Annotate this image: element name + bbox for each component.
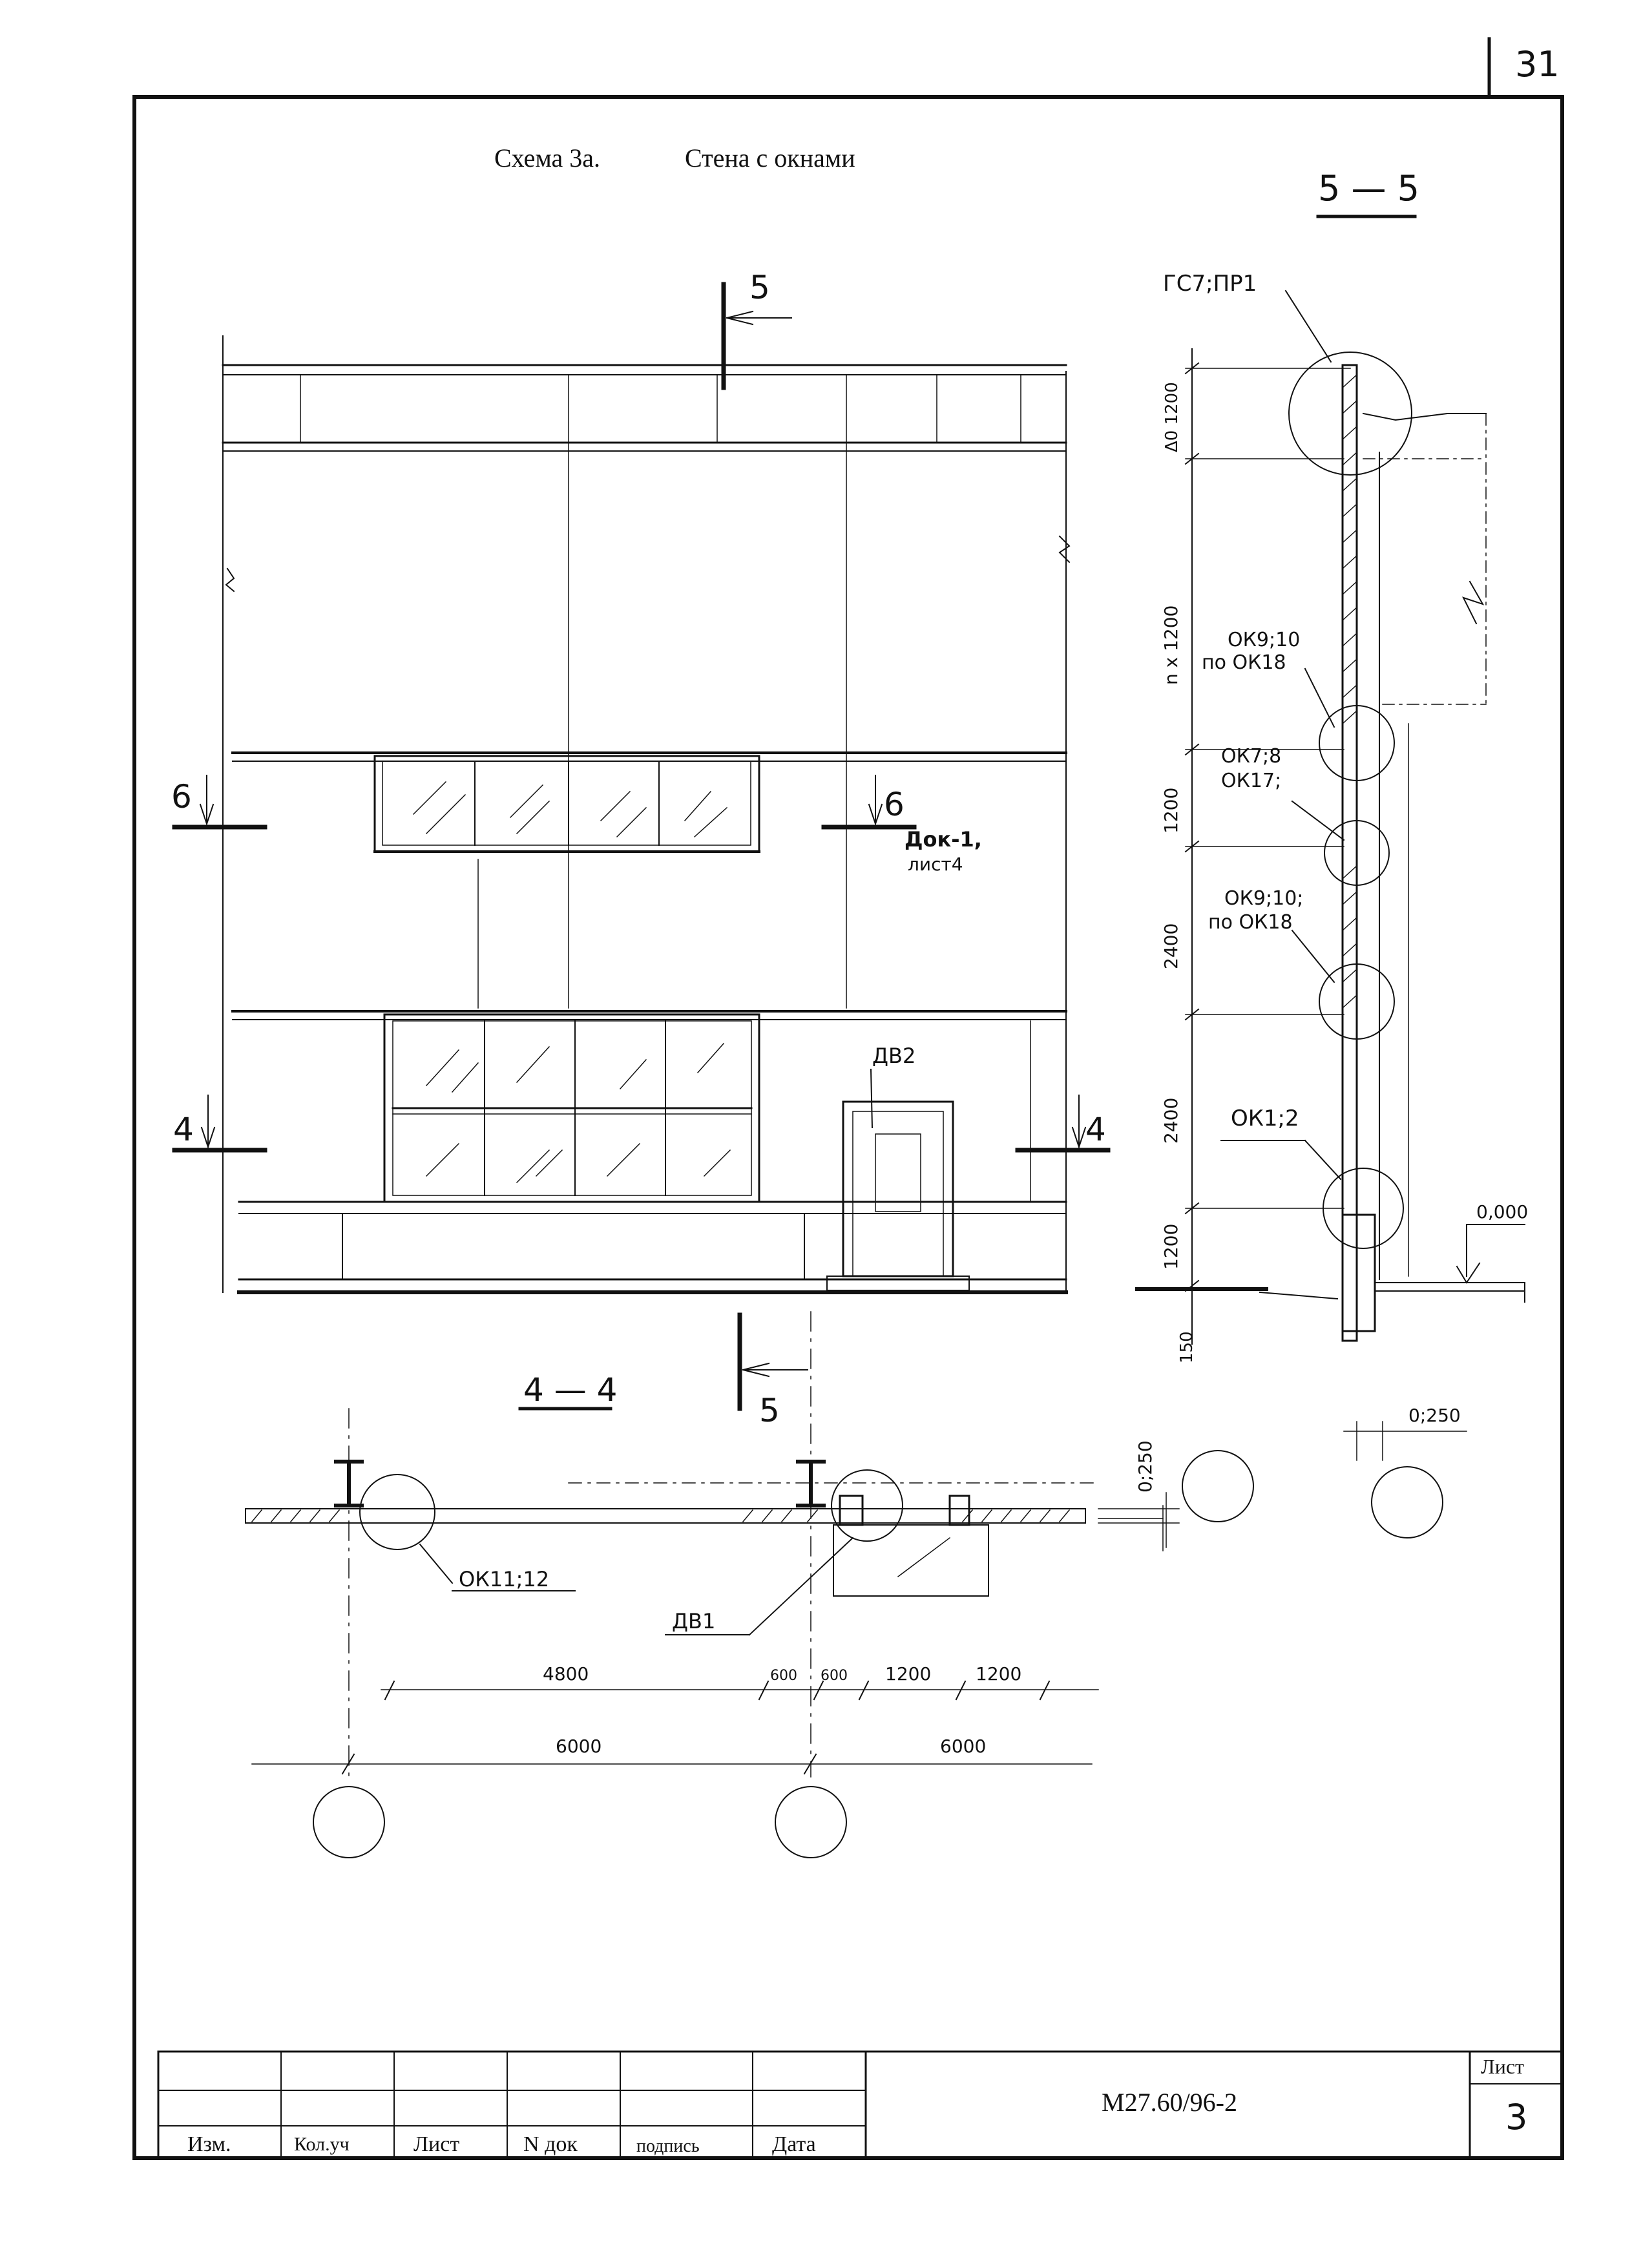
scheme-number: Схема 3а. xyxy=(494,143,600,173)
callout-circle-ok7 xyxy=(1324,820,1390,886)
callout-ok7-8: ОК7;8 xyxy=(1221,745,1281,768)
dim-600-a: 600 xyxy=(770,1668,797,1684)
cut-4-left-label: 4 xyxy=(173,1111,194,1148)
axis-circle-left xyxy=(313,1786,385,1858)
cut-5-top-label: 5 xyxy=(749,269,770,306)
door-dv2-label: ДВ2 xyxy=(872,1044,915,1068)
lower-window xyxy=(383,1013,760,1203)
cut-marker-4-right: 4 xyxy=(1015,1095,1111,1153)
callout-ok17: ОК17; xyxy=(1221,770,1281,792)
callout-ok9-10-upper: ОК9;10 xyxy=(1228,629,1300,651)
dim-2400-a: 2400 xyxy=(1160,923,1182,969)
cut-6-right-label: 6 xyxy=(884,786,905,823)
callout-circle-ok11 xyxy=(359,1474,435,1550)
axis-circle-middle xyxy=(775,1786,847,1858)
callout-circle-dv1 xyxy=(831,1469,903,1542)
plan-4-4-title: 4 — 4 xyxy=(523,1371,617,1409)
dim-6000-b: 6000 xyxy=(940,1736,986,1757)
callout-ok1-2: ОК1;2 xyxy=(1231,1106,1299,1131)
dim-150: 150 xyxy=(1177,1331,1197,1363)
stamp-header-kol-uch: Кол.уч xyxy=(294,2134,350,2155)
section-5-5-title: 5 — 5 xyxy=(1318,168,1419,209)
cut-marker-6-left: 6 xyxy=(171,775,267,830)
callout-circle-ok9-lower xyxy=(1319,963,1395,1040)
cut-6-left-label: 6 xyxy=(171,778,192,815)
door-dv2 xyxy=(826,1100,970,1291)
scheme-title: Стена с окнами xyxy=(685,143,855,173)
callout-circle-ok1 xyxy=(1323,1168,1404,1249)
level-zero: 0,000 xyxy=(1476,1201,1528,1223)
stamp-header-list: Лист xyxy=(413,2132,460,2156)
callout-ok9-10-lower: ОК9;10; xyxy=(1224,887,1303,910)
facade-elevation: ДВ2 Док-1, лист4 xyxy=(222,335,1071,1294)
dim-1200-b: 1200 xyxy=(1160,1224,1182,1270)
page-number: 31 xyxy=(1515,44,1560,85)
cut-marker-4-left: 4 xyxy=(172,1095,267,1153)
callout-ok11-12: ОК11;12 xyxy=(459,1567,549,1591)
callout-po-ok18-upper: по ОК18 xyxy=(1202,651,1286,674)
stamp-sheet-label: Лист xyxy=(1481,2055,1525,2078)
doc-sheet: лист4 xyxy=(908,854,963,875)
callout-po-ok18-lower: по ОК18 xyxy=(1208,911,1293,934)
cut-4-right-label: 4 xyxy=(1085,1111,1106,1148)
cut-marker-5-top: 5 xyxy=(721,269,792,390)
callout-dv1: ДВ1 xyxy=(672,1609,715,1633)
stamp-header-podpis: подпись xyxy=(636,2136,700,2156)
dim-1200-a: 1200 xyxy=(1160,788,1182,834)
dim-1200-plan-a: 1200 xyxy=(885,1663,931,1685)
callout-gs7-pr1: ГС7;ПР1 xyxy=(1163,271,1257,297)
dim-6000-a: 6000 xyxy=(556,1736,602,1757)
title-block xyxy=(157,2050,1564,2159)
cut-marker-5-bottom: 5 xyxy=(737,1312,808,1429)
page-number-box: 31 xyxy=(1487,37,1560,98)
dim-600-b: 600 xyxy=(821,1668,848,1684)
section-wall xyxy=(1341,364,1358,1342)
dim-2400-b: 2400 xyxy=(1160,1098,1182,1144)
doc-ref: Док-1, xyxy=(905,827,982,852)
upper-window xyxy=(373,755,760,853)
callout-circle-ok9-upper xyxy=(1319,705,1395,781)
callout-circle-gs7 xyxy=(1288,352,1412,476)
dim-1200-plan-b: 1200 xyxy=(976,1663,1021,1685)
sheet-frame xyxy=(132,95,1564,2160)
section-offset: 0;250 xyxy=(1408,1405,1461,1426)
dim-n-x-1200: n x 1200 xyxy=(1160,605,1182,685)
stamp-header-n-dok: N док xyxy=(523,2132,578,2156)
plan-wall xyxy=(245,1508,1086,1524)
axis-circle-section xyxy=(1371,1466,1443,1538)
axis-circle-plan-right xyxy=(1182,1450,1254,1522)
cut-5-bottom-label: 5 xyxy=(759,1392,780,1429)
stamp-doc-code: М27.60/96-2 xyxy=(1102,2088,1237,2117)
stamp-sheet-number: 3 xyxy=(1505,2097,1528,2137)
cut-marker-6-right: 6 xyxy=(821,775,917,830)
stamp-header-data: Дата xyxy=(772,2132,816,2156)
plan-offset: 0;250 xyxy=(1135,1440,1156,1493)
section-5-5: 5 — 5 Δ0 1200 n x 1200 1200 2400 2400 12… xyxy=(1135,168,1528,1538)
stamp-header-izm: Изм. xyxy=(187,2132,231,2156)
plan-4-4: 4 — 4 О xyxy=(245,1311,1254,1858)
dim-top-1200: Δ0 1200 xyxy=(1162,382,1182,452)
dim-4800: 4800 xyxy=(543,1663,589,1685)
